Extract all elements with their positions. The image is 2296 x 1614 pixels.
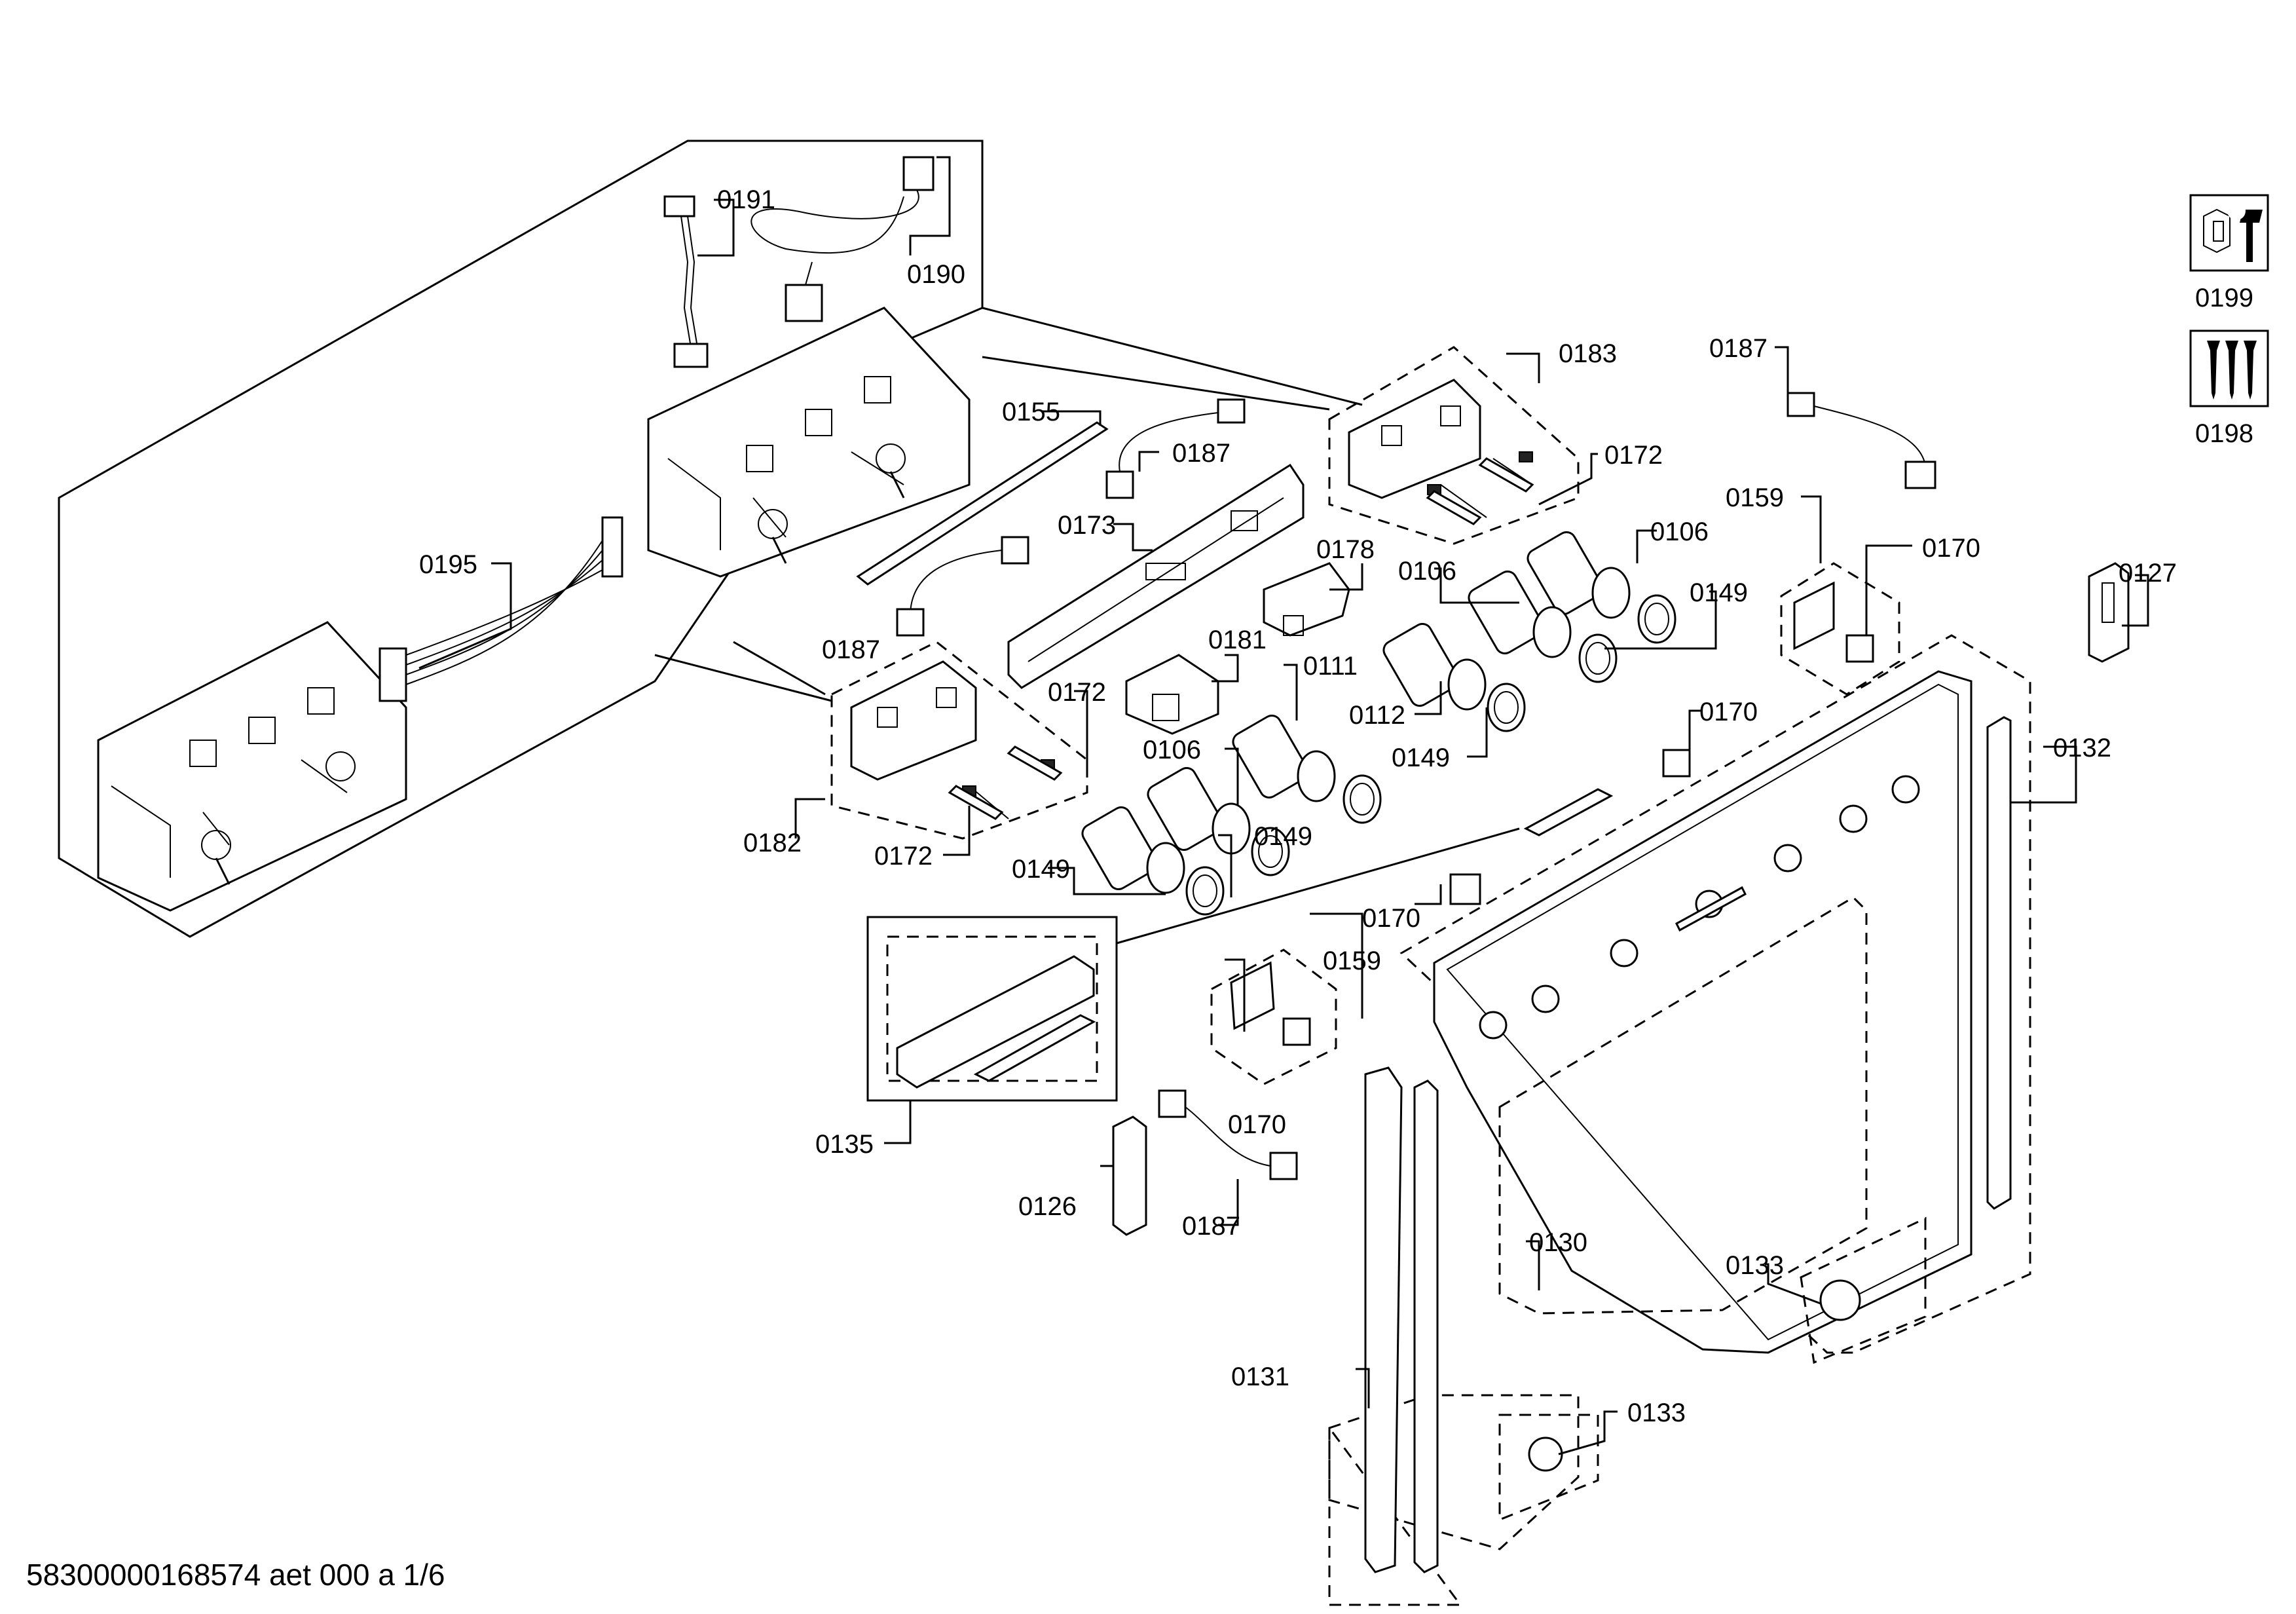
bracket-0126 — [1112, 1116, 1147, 1236]
label-0133-a: 0133 — [1726, 1251, 1784, 1280]
side-rail-0132 — [1986, 716, 2012, 1210]
label-0172-a: 0172 — [1604, 441, 1663, 470]
switch-0178 — [1263, 562, 1350, 637]
label-0198: 0198 — [2195, 419, 2253, 448]
label-0170-a: 0170 — [1922, 534, 1980, 563]
label-0199: 0199 — [2195, 284, 2253, 312]
label-0170-b: 0170 — [1699, 698, 1758, 726]
knobs-group — [1081, 531, 1676, 916]
label-0133-b: 0133 — [1627, 1398, 1686, 1427]
cable-0190 — [750, 156, 935, 322]
label-0131: 0131 — [1231, 1362, 1289, 1391]
label-0106-c: 0106 — [1143, 736, 1201, 764]
cable-0187-a — [1105, 398, 1246, 499]
cable-0187-c — [1787, 392, 1936, 489]
label-0181: 0181 — [1208, 626, 1267, 654]
dashed-group-0132 — [1399, 634, 2031, 1354]
knob-0106-b — [1468, 570, 1618, 683]
label-0135: 0135 — [815, 1130, 874, 1159]
label-0187-c: 0187 — [1709, 334, 1768, 363]
dashed-group-0182 — [830, 641, 1088, 840]
label-0149-c: 0149 — [1254, 822, 1312, 851]
dashed-group-0133-a — [1800, 1216, 1927, 1364]
label-0170-c: 0170 — [1362, 904, 1420, 933]
front-frame — [1433, 670, 1972, 1354]
label-0187-b: 0187 — [822, 635, 880, 664]
label-0149-a: 0149 — [1690, 578, 1748, 607]
label-0130: 0130 — [1529, 1228, 1587, 1257]
label-0172-b: 0172 — [1048, 678, 1106, 707]
label-0112: 0112 — [1349, 701, 1405, 730]
dashed-group-0183 — [1328, 346, 1580, 545]
wrench-nut-icon — [2189, 194, 2269, 272]
knob-0106-a — [1527, 531, 1676, 644]
dashed-group-0159-a — [1780, 562, 1900, 696]
switch-0181 — [1125, 654, 1219, 735]
dashed-group-0133-b — [1498, 1414, 1599, 1522]
knob-0106-c — [1147, 766, 1290, 876]
connector-0170-b — [1662, 749, 1691, 778]
label-0183: 0183 — [1559, 339, 1617, 368]
drawing-reference-number: 58300000168574 aet 000 a 1/6 — [26, 1558, 445, 1592]
leader-lines — [418, 156, 2149, 1455]
trim-0131 — [1364, 1066, 1439, 1573]
connector-0170-c — [1449, 873, 1481, 905]
label-0149-d: 0149 — [1012, 855, 1070, 884]
part-labels: 0191 0190 0195 0155 0187 0173 0187 0183 … — [419, 185, 2177, 1427]
label-0187-a: 0187 — [1172, 439, 1231, 468]
label-0173: 0173 — [1058, 511, 1116, 540]
screws-icon — [2189, 329, 2269, 407]
light-bar — [1523, 788, 1614, 836]
knob-0106-d — [1081, 806, 1225, 916]
cable-0187-d — [1158, 1089, 1298, 1180]
label-0106-a: 0106 — [1650, 517, 1709, 546]
label-0126: 0126 — [1018, 1192, 1077, 1221]
knob-0111 — [1232, 714, 1382, 824]
label-0178: 0178 — [1316, 535, 1375, 564]
label-0132: 0132 — [2053, 734, 2111, 762]
label-0172-c: 0172 — [874, 842, 933, 871]
rail-0155 — [856, 421, 1109, 586]
label-0111: 0111 — [1303, 652, 1358, 681]
keypad-box-0135 — [866, 827, 1520, 1102]
label-0127: 0127 — [2119, 559, 2177, 588]
label-0190: 0190 — [907, 260, 965, 289]
label-0149-b: 0149 — [1392, 743, 1450, 772]
pins-0172 — [948, 457, 1534, 820]
control-board-0173 — [1007, 463, 1305, 689]
label-0155: 0155 — [1002, 398, 1060, 426]
cable-0187-b — [896, 536, 1029, 637]
control-module-lower — [97, 621, 407, 912]
label-0195: 0195 — [419, 550, 477, 579]
cable-0191 — [663, 195, 709, 368]
label-0106-b: 0106 — [1398, 557, 1456, 586]
label-0191: 0191 — [717, 185, 775, 214]
label-0159-a: 0159 — [1726, 483, 1784, 512]
label-0182: 0182 — [743, 829, 802, 857]
label-0170-d: 0170 — [1228, 1110, 1286, 1139]
control-module-upper — [647, 307, 971, 578]
label-0187-d: 0187 — [1182, 1212, 1240, 1241]
label-0159-b: 0159 — [1323, 947, 1381, 975]
dashed-group-0159-b — [1210, 948, 1337, 1085]
ribbon-cable-0195 — [379, 516, 623, 702]
bracket-0127 — [2088, 562, 2130, 663]
